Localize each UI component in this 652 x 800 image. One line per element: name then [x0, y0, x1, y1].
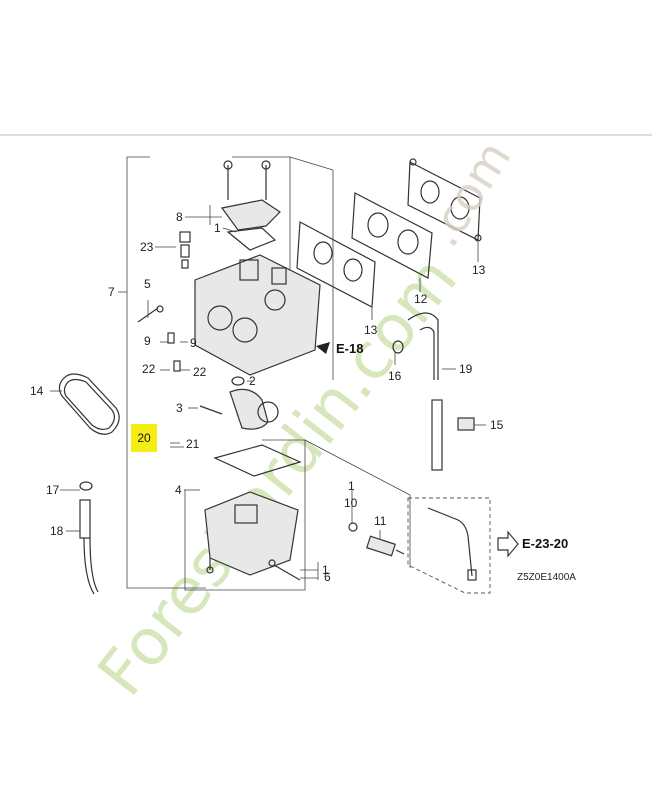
- gasket-plate-13-rear: [407, 158, 482, 242]
- callout-12: 12: [414, 292, 428, 306]
- parts-2-3: [199, 376, 279, 430]
- callout-11: 11: [374, 514, 387, 528]
- top-cover-8: [220, 160, 281, 251]
- callout-14: 14: [30, 384, 44, 398]
- callouts: 8 1 23 7 5 9 9 22 22 2 3 14 21 4 17 18 1…: [30, 210, 576, 584]
- callout-21: 21: [186, 437, 200, 451]
- clip-16: [392, 340, 404, 354]
- callout-17: 17: [46, 483, 60, 497]
- callout-9-left: 9: [144, 334, 151, 348]
- callout-1-top: 1: [214, 221, 221, 235]
- highlight-part-20: [131, 424, 157, 452]
- callout-16: 16: [388, 369, 402, 383]
- callout-22-left: 22: [142, 362, 156, 376]
- callout-1-mid: 1: [348, 479, 355, 493]
- parts-6-1: [268, 559, 301, 581]
- insulator-12: [351, 192, 433, 279]
- callout-7: 7: [108, 285, 115, 299]
- callout-8: 8: [176, 210, 183, 224]
- part-23: [179, 231, 191, 269]
- callout-5: 5: [144, 277, 151, 291]
- tube-19: [407, 312, 443, 471]
- float-bowl-4: [204, 444, 302, 576]
- callout-19: 19: [459, 362, 473, 376]
- reference-e-23-20: E-23-20: [522, 536, 568, 551]
- callout-2: 2: [249, 374, 256, 388]
- callout-15: 15: [490, 418, 504, 432]
- watermark-dot-com: .com: [416, 131, 522, 255]
- callout-18: 18: [50, 524, 64, 538]
- arrow-e-18: [316, 342, 330, 354]
- fuel-line-box: [407, 497, 491, 594]
- carburetor-body: [194, 254, 321, 376]
- callout-6: 6: [324, 570, 331, 584]
- assembly-7-frame: [126, 156, 334, 589]
- callout-3: 3: [176, 401, 183, 415]
- drawing-code: Z5Z0E1400A: [517, 572, 576, 583]
- callout-13-front: 13: [364, 323, 378, 337]
- solenoid-11: [348, 522, 405, 557]
- callout-23: 23: [140, 240, 154, 254]
- callout-22-right: 22: [193, 365, 207, 379]
- callout-4: 4: [175, 483, 182, 497]
- drain-tube-18: [79, 481, 99, 595]
- callout-9-right: 9: [190, 336, 197, 350]
- arrow-e-23-20: [497, 530, 519, 558]
- callout-10: 10: [344, 496, 358, 510]
- clamp-15: [457, 417, 475, 431]
- reference-e-18: E-18: [336, 341, 363, 356]
- callout-1-bottom: 1: [322, 563, 329, 577]
- svg-text:.com: .com: [416, 131, 522, 255]
- leader-lines: [50, 205, 486, 580]
- assembly-4-frame: [184, 439, 411, 591]
- gasket-14: [58, 373, 120, 435]
- callout-20[interactable]: 20: [137, 431, 151, 445]
- callout-13-rear: 13: [472, 263, 486, 277]
